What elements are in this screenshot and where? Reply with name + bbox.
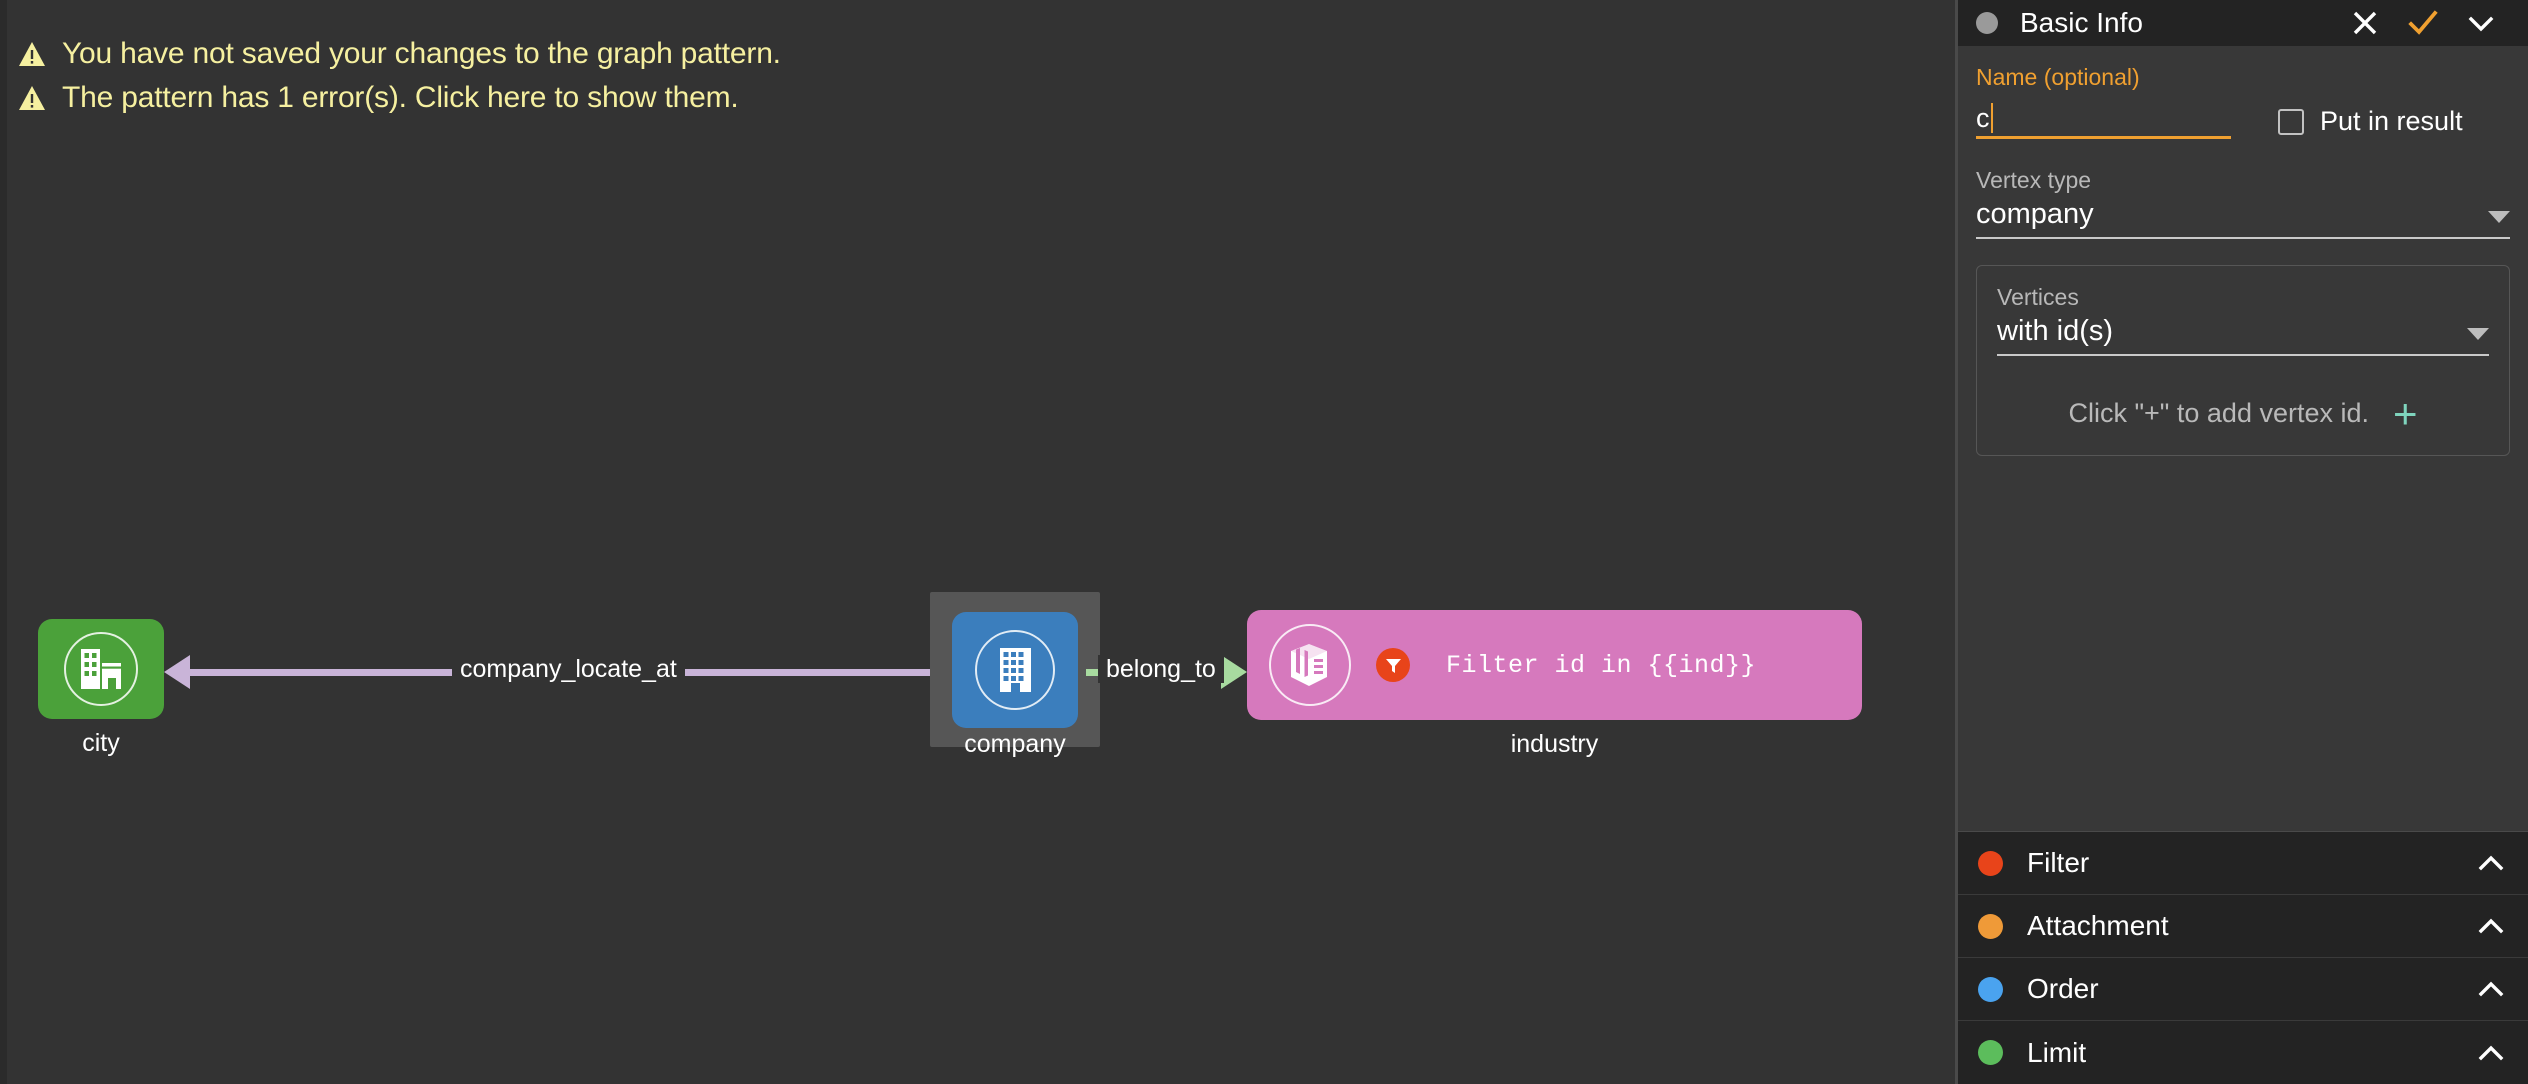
section-label-filter: Filter <box>2027 847 2090 878</box>
node-body-company[interactable] <box>952 612 1078 728</box>
section-dot-order <box>1978 976 2003 1002</box>
section-row-filter[interactable]: Filter <box>1958 832 2528 895</box>
panel-body: Name (optional) c Put in result Verte <box>1958 46 2528 831</box>
section-dot-attachment <box>1978 913 2003 939</box>
section-row-attachment[interactable]: Attachment <box>1958 895 2528 958</box>
warning-row-unsaved[interactable]: You have not saved your changes to the g… <box>18 32 781 76</box>
check-icon[interactable] <box>2394 0 2452 46</box>
warning-text-errors: The pattern has 1 error(s). Click here t… <box>62 81 739 114</box>
graph-canvas[interactable]: You have not saved your changes to the g… <box>0 0 1955 1084</box>
name-field-group: Name (optional) c Put in result <box>1976 64 2510 139</box>
office-building-icon <box>975 630 1055 710</box>
plus-icon[interactable]: + <box>2393 389 2418 437</box>
section-row-order[interactable]: Order <box>1958 958 2528 1021</box>
put-in-result-checkbox[interactable] <box>2278 108 2304 135</box>
warning-triangle-icon <box>18 85 46 111</box>
edge-label-belong-to[interactable]: belong_to <box>1098 655 1224 683</box>
vertex-type-value: company <box>1976 198 2094 230</box>
warning-text-unsaved: You have not saved your changes to the g… <box>62 37 781 70</box>
edge-arrowhead-belong-to <box>1221 655 1247 689</box>
vertices-card: Vertices with id(s) Click "+" to add ver… <box>1976 265 2510 456</box>
text-cursor <box>1990 103 1993 133</box>
graph-node-industry[interactable]: Filter id in {{ind}} industry <box>1247 610 1862 780</box>
add-vertex-hint: Click "+" to add vertex id. <box>2068 398 2369 428</box>
name-input-value: c <box>1976 103 1990 133</box>
section-label-attachment: Attachment <box>2027 910 2169 941</box>
node-label-industry: industry <box>1510 730 1599 758</box>
panel-status-dot-icon <box>1976 12 1998 34</box>
basic-info-panel: Basic Info Name (optional) <box>1955 0 2528 1084</box>
vertices-mode-value: with id(s) <box>1997 315 2114 347</box>
package-box-icon <box>1269 624 1351 706</box>
edge-arrowhead-company-locate-at <box>164 655 190 689</box>
section-row-limit[interactable]: Limit <box>1958 1021 2528 1084</box>
section-dot-limit <box>1978 1040 2003 1065</box>
name-input[interactable]: c <box>1976 96 2231 139</box>
section-dot-filter <box>1978 850 2003 876</box>
node-body-city[interactable] <box>38 619 164 719</box>
panel-sections-accordion: Filter Attachment Order <box>1958 831 2528 1084</box>
chevron-down-icon[interactable] <box>2452 0 2510 46</box>
edge-label-company-locate-at[interactable]: company_locate_at <box>452 655 685 683</box>
panel-title: Basic Info <box>2020 7 2143 38</box>
chevron-up-icon[interactable] <box>2474 972 2508 1006</box>
put-in-result-label: Put in result <box>2320 106 2463 136</box>
vertex-type-label: Vertex type <box>1976 167 2092 193</box>
vertex-type-group: Vertex type company <box>1976 167 2510 239</box>
chevron-up-icon[interactable] <box>2474 846 2508 880</box>
section-label-order: Order <box>2027 973 2099 1004</box>
graph-node-company[interactable]: company <box>930 592 1100 782</box>
city-buildings-icon <box>64 632 138 706</box>
section-label-limit: Limit <box>2027 1036 2087 1068</box>
chevron-down-icon[interactable] <box>2467 328 2489 340</box>
node-label-company: company <box>964 730 1066 758</box>
name-field-row: c Put in result <box>1976 96 2510 139</box>
chevron-up-icon[interactable] <box>2474 1036 2508 1070</box>
canvas-left-gutter <box>0 0 7 1084</box>
panel-header: Basic Info <box>1958 0 2528 46</box>
filter-funnel-icon[interactable] <box>1376 648 1410 682</box>
warning-triangle-icon <box>18 41 46 67</box>
vertices-label: Vertices <box>1997 284 2079 310</box>
chevron-down-icon[interactable] <box>2488 211 2510 223</box>
put-in-result-row[interactable]: Put in result <box>2278 96 2463 137</box>
name-field-label: Name (optional) <box>1976 64 2140 90</box>
warning-banner-list: You have not saved your changes to the g… <box>18 32 781 120</box>
vertices-mode-select[interactable]: with id(s) <box>1997 314 2489 356</box>
node-label-city: city <box>82 729 120 757</box>
add-vertex-id-row: Click "+" to add vertex id. + <box>1997 389 2489 437</box>
node-expression-industry[interactable]: Filter id in {{ind}} <box>1446 650 1757 680</box>
warning-row-errors[interactable]: The pattern has 1 error(s). Click here t… <box>18 76 781 120</box>
name-input-value-wrap: c <box>1976 100 2231 136</box>
node-body-industry[interactable]: Filter id in {{ind}} <box>1247 610 1862 720</box>
close-x-icon[interactable] <box>2336 0 2394 46</box>
name-input-underline <box>1976 136 2231 139</box>
chevron-up-icon[interactable] <box>2474 909 2508 943</box>
vertex-type-select[interactable]: company <box>1976 197 2510 239</box>
graph-node-city[interactable]: city <box>38 619 164 779</box>
